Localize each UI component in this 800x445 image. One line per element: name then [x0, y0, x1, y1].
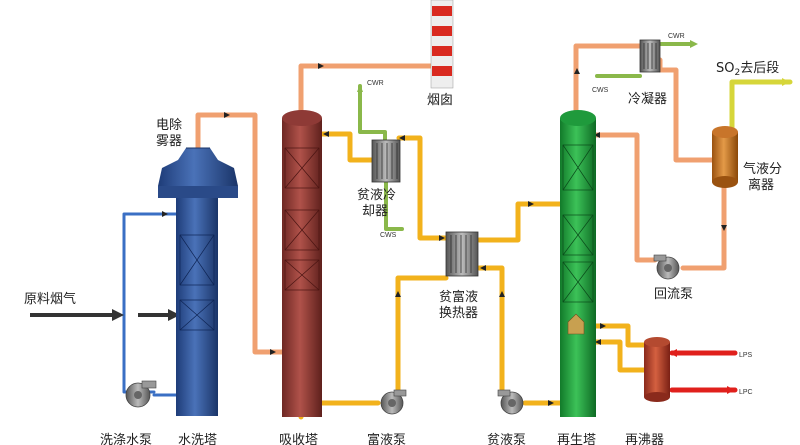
label-water-wash-tower: 水洗塔	[178, 433, 217, 445]
rich-lean-heat-exchanger	[445, 231, 479, 277]
regenerator	[560, 110, 596, 417]
label-cws-condenser: CWS	[592, 87, 609, 94]
label-exchanger-1: 贫富液	[439, 289, 478, 305]
label-reboiler: 再沸器	[625, 433, 664, 445]
so2-outlet-line	[729, 79, 793, 131]
absorber	[282, 110, 322, 417]
label-demister-1: 电除	[156, 118, 182, 133]
label-reflux-pump: 回流泵	[654, 287, 693, 302]
reboiler-to-regenerator	[591, 339, 648, 373]
label-rich-pump: 富液泵	[367, 432, 406, 445]
so2-subscript: 2	[734, 68, 740, 78]
exchanger-to-regenerator	[476, 201, 563, 243]
label-raw-flue-gas: 原料烟气	[24, 291, 76, 307]
label-cwr-cooler: CWR	[367, 80, 384, 87]
rich-pump	[380, 389, 407, 415]
lean-cooler-to-absorber	[319, 131, 375, 163]
wash-water-line	[122, 212, 178, 394]
lean-pump	[497, 389, 524, 415]
lean-pump-to-exchanger	[476, 265, 505, 393]
so2-prefix: SO	[716, 61, 734, 76]
label-cwr-condenser: CWR	[668, 33, 685, 40]
regenerator-to-reboiler	[591, 323, 648, 348]
label-cws-cooler: CWS	[380, 232, 397, 239]
label-separator-2: 离器	[748, 177, 774, 193]
chimney	[430, 0, 454, 89]
rich-pump-to-exchanger	[395, 275, 449, 396]
label-lpc: LPC	[739, 389, 753, 396]
flow-arrows	[162, 63, 727, 406]
label-wash-water-pump: 洗涤水泵	[100, 433, 152, 445]
label-so2-out: SO2去后段	[716, 61, 779, 78]
gas-liquid-separator	[712, 126, 738, 188]
label-lean-cooler-2: 却器	[362, 204, 388, 219]
acid-gas-regenerator-to-condenser	[573, 43, 643, 115]
lean-cooler	[371, 139, 401, 183]
label-separator-1: 气液分	[743, 161, 782, 177]
cws-lean-cooler	[384, 180, 404, 231]
label-lean-cooler-1: 贫液冷	[357, 187, 396, 203]
reflux-pump-to-regenerator	[591, 132, 658, 263]
flue-gas-absorber-to-chimney	[298, 63, 443, 115]
label-lps: LPS	[739, 352, 753, 359]
wash-water-pump	[125, 380, 157, 408]
condensate-to-separator	[657, 57, 717, 163]
so2-suffix: 去后段	[740, 61, 779, 76]
label-regenerator: 再生塔	[557, 433, 596, 445]
label-exchanger-2: 换热器	[439, 306, 478, 321]
reboiler	[644, 337, 670, 402]
label-absorber: 吸收塔	[279, 433, 318, 445]
label-demister-2: 雾器	[156, 134, 182, 149]
separator-to-reflux-pump	[680, 175, 727, 271]
flue-gas-demister-to-absorber	[195, 112, 285, 355]
reflux-pump	[653, 254, 680, 280]
water-wash-tower	[158, 147, 238, 416]
cwr-lean-cooler	[358, 84, 387, 142]
condenser	[639, 39, 661, 73]
label-chimney: 烟囱	[427, 93, 453, 108]
label-lean-pump: 贫液泵	[487, 432, 526, 445]
label-condenser: 冷凝器	[628, 91, 667, 107]
exchanger-to-lean-cooler	[396, 135, 449, 241]
